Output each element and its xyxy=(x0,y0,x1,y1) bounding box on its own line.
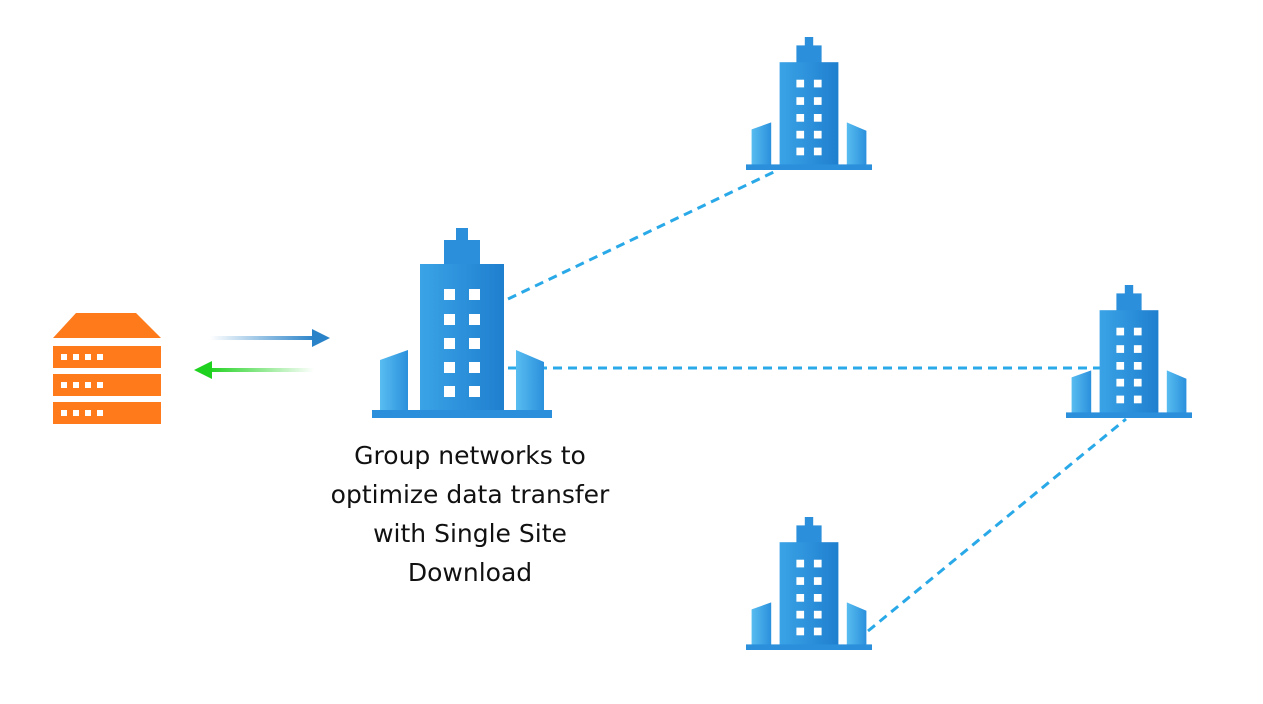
arrow-right-icon xyxy=(210,329,330,347)
server-icon xyxy=(53,313,161,424)
arrow-left-icon xyxy=(194,361,314,379)
right-building-icon xyxy=(1066,285,1192,418)
diagram-caption: Group networks to optimize data transfer… xyxy=(330,441,610,587)
link-bottom-to-right xyxy=(867,417,1127,633)
bottom-building-icon xyxy=(746,517,872,650)
network-links xyxy=(507,168,1127,633)
link-hub-to-top xyxy=(507,168,779,301)
top-building-icon xyxy=(746,37,872,170)
hub-building-icon xyxy=(372,228,552,418)
